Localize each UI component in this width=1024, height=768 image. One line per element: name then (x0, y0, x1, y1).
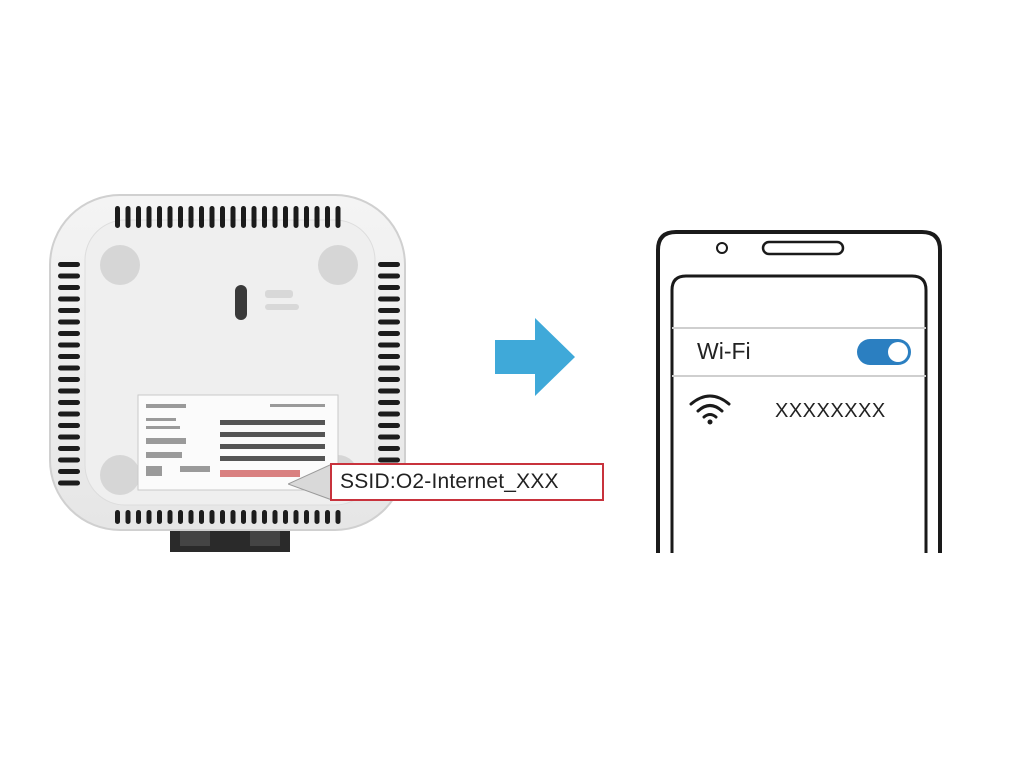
ssid-callout: SSID:O2-Internet_XXX (330, 463, 604, 501)
smartphone-illustration (656, 230, 942, 553)
wifi-signal-icon (689, 394, 731, 425)
toggle-knob (888, 342, 908, 362)
right-arrow-icon (495, 318, 575, 396)
network-name[interactable]: XXXXXXXX (775, 400, 886, 422)
ssid-text: SSID:O2-Internet_XXX (340, 470, 559, 493)
wifi-settings-title: Wi-Fi (697, 338, 751, 364)
wifi-toggle[interactable] (857, 339, 911, 365)
vent-slots (58, 206, 400, 524)
router-underside-illustration (49, 194, 406, 552)
callout-pointer (288, 463, 333, 501)
